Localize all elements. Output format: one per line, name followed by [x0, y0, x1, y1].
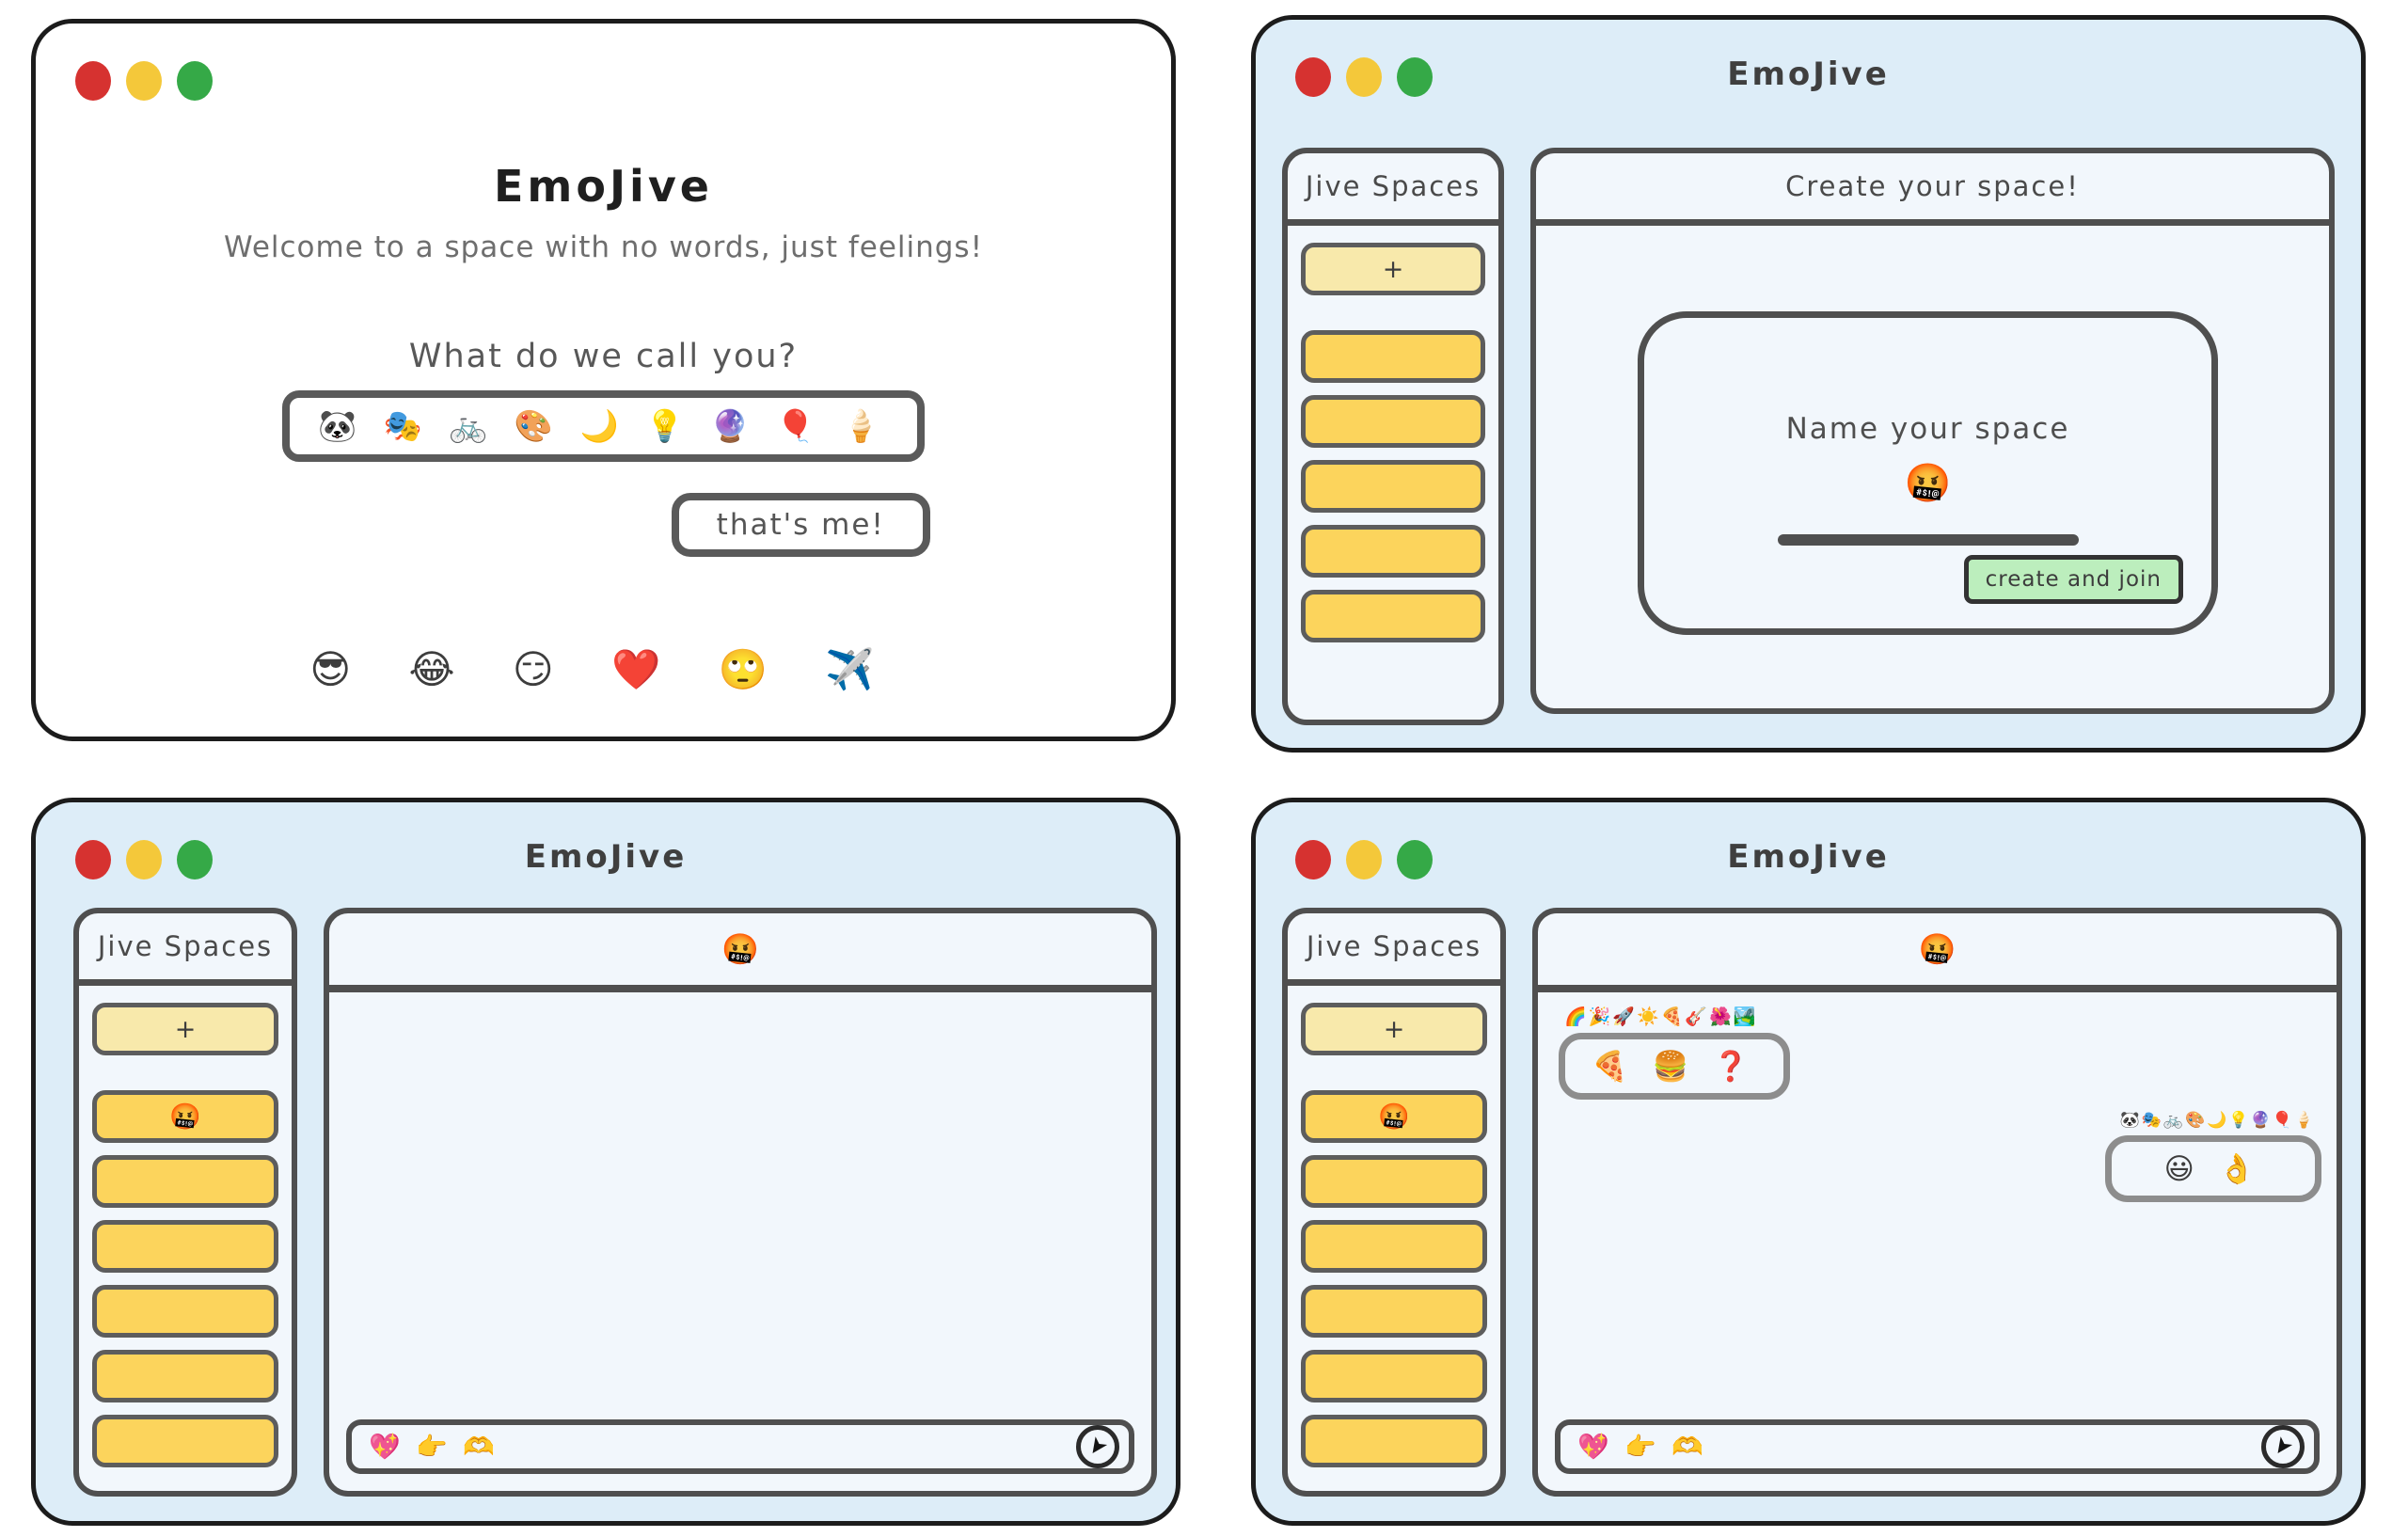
space-button[interactable]	[1301, 590, 1485, 642]
jive-spaces-sidebar: Jive Spaces + 🤬	[1282, 908, 1506, 1497]
chat-panel: 🤬 💖 👉 🫶 ➤	[324, 908, 1157, 1497]
maximize-button[interactable]	[177, 61, 213, 101]
create-and-join-button[interactable]: create and join	[1963, 555, 2183, 604]
close-button[interactable]	[75, 61, 111, 101]
chat-panel: 🤬 🌈🎉🚀☀️🍕🎸🌺🏞️ 🍕 🍔 ❓ 🐼🎭🚲🎨🌙💡🔮🎈🍦 😃 👌 💖 👉 🫶 ➤	[1532, 908, 2342, 1497]
window-title: EmoJive	[1727, 838, 1890, 876]
message-bubble: 🍕 🍔 ❓	[1559, 1033, 1790, 1100]
sidebar-title: Jive Spaces	[1288, 153, 1498, 226]
maximize-button[interactable]	[177, 840, 213, 879]
message-bubble: 😃 👌	[2105, 1135, 2321, 1202]
send-button[interactable]: ➤	[1076, 1425, 1119, 1468]
add-space-button[interactable]: +	[92, 1003, 278, 1055]
window-title: EmoJive	[524, 838, 688, 876]
traffic-lights	[75, 61, 213, 101]
maximize-button[interactable]	[1397, 57, 1433, 97]
thats-me-button[interactable]: that's me!	[671, 493, 930, 557]
space-button[interactable]	[1301, 1220, 1487, 1273]
app-title: EmoJive	[493, 161, 714, 212]
create-space-window: EmoJive Jive Spaces + Create your space!…	[1251, 15, 2366, 753]
space-button[interactable]	[92, 1155, 278, 1208]
space-button[interactable]	[1301, 460, 1485, 513]
footer-emoji-row: 😎 😂 😏 ❤️ 🙄 ✈️	[309, 646, 897, 692]
window-title: EmoJive	[1727, 55, 1890, 93]
add-space-button[interactable]: +	[1301, 1003, 1487, 1055]
send-icon: ➤	[1081, 1431, 1115, 1463]
name-space-dialog: Name your space 🤬 create and join	[1638, 311, 2218, 635]
traffic-lights	[75, 840, 213, 879]
active-space-button[interactable]: 🤬	[92, 1090, 278, 1143]
space-button[interactable]	[1301, 330, 1485, 383]
send-icon: ➤	[2266, 1431, 2300, 1463]
space-button[interactable]	[92, 1350, 278, 1402]
message-sender-emojis: 🐼🎭🚲🎨🌙💡🔮🎈🍦	[2119, 1111, 2316, 1130]
space-button[interactable]	[1301, 395, 1485, 448]
space-button[interactable]	[1301, 1350, 1487, 1402]
welcome-subtitle: Welcome to a space with no words, just f…	[223, 230, 984, 264]
space-button[interactable]	[1301, 1285, 1487, 1338]
minimize-button[interactable]	[1346, 57, 1382, 97]
sidebar-title: Jive Spaces	[79, 913, 292, 986]
jive-spaces-sidebar: Jive Spaces +	[1282, 148, 1504, 725]
message-composer[interactable]: 💖 👉 🫶 ➤	[1555, 1419, 2320, 1474]
sidebar-title: Jive Spaces	[1288, 913, 1500, 986]
chat-header-emoji: 🤬	[329, 913, 1151, 992]
space-button[interactable]	[1301, 525, 1485, 578]
space-button[interactable]	[1301, 1155, 1487, 1208]
chat-header-emoji: 🤬	[1538, 913, 2337, 992]
minimize-button[interactable]	[126, 840, 162, 879]
add-space-button[interactable]: +	[1301, 243, 1485, 295]
space-name-emoji: 🤬	[1904, 462, 1952, 505]
send-button[interactable]: ➤	[2261, 1425, 2305, 1468]
composer-input[interactable]: 💖 👉 🫶	[369, 1433, 499, 1462]
space-button[interactable]	[92, 1220, 278, 1273]
active-space-button[interactable]: 🤬	[1301, 1090, 1487, 1143]
chat-messages-area: 🌈🎉🚀☀️🍕🎸🌺🏞️ 🍕 🍔 ❓ 🐼🎭🚲🎨🌙💡🔮🎈🍦 😃 👌	[1538, 992, 2337, 1402]
close-button[interactable]	[1295, 840, 1331, 879]
minimize-button[interactable]	[126, 61, 162, 101]
chat-messages-area	[329, 992, 1151, 1402]
create-space-panel: Create your space! Name your space 🤬 cre…	[1530, 148, 2335, 714]
jive-spaces-sidebar: Jive Spaces + 🤬	[73, 908, 297, 1497]
welcome-window: EmoJive Welcome to a space with no words…	[31, 19, 1176, 741]
create-panel-title: Create your space!	[1536, 153, 2329, 226]
composer-input[interactable]: 💖 👉 🫶	[1577, 1433, 1708, 1462]
name-space-prompt: Name your space	[1785, 412, 2070, 446]
close-button[interactable]	[75, 840, 111, 879]
close-button[interactable]	[1295, 57, 1331, 97]
minimize-button[interactable]	[1346, 840, 1382, 879]
space-button[interactable]	[92, 1415, 278, 1467]
message-sender-emojis: 🌈🎉🚀☀️🍕🎸🌺🏞️	[1564, 1006, 1758, 1027]
traffic-lights	[1295, 57, 1433, 97]
space-button[interactable]	[92, 1285, 278, 1338]
chat-message: 🌈🎉🚀☀️🍕🎸🌺🏞️ 🍕 🍔 ❓	[1559, 1006, 1790, 1100]
maximize-button[interactable]	[1397, 840, 1433, 879]
traffic-lights	[1295, 840, 1433, 879]
name-question: What do we call you?	[408, 338, 799, 375]
space-name-input[interactable]	[1777, 534, 2079, 546]
space-button[interactable]	[1301, 1415, 1487, 1467]
message-composer[interactable]: 💖 👉 🫶 ➤	[346, 1419, 1134, 1474]
chat-window-empty: EmoJive Jive Spaces + 🤬 🤬 💖 👉 🫶 ➤	[31, 798, 1180, 1526]
chat-window-active: EmoJive Jive Spaces + 🤬 🤬 🌈🎉🚀☀️🍕🎸🌺🏞️ 🍕 🍔…	[1251, 798, 2366, 1526]
chat-message: 🐼🎭🚲🎨🌙💡🔮🎈🍦 😃 👌	[2105, 1111, 2321, 1202]
emoji-name-input[interactable]: 🐼 🎭 🚲 🎨 🌙 💡 🔮 🎈 🍦	[282, 390, 925, 462]
